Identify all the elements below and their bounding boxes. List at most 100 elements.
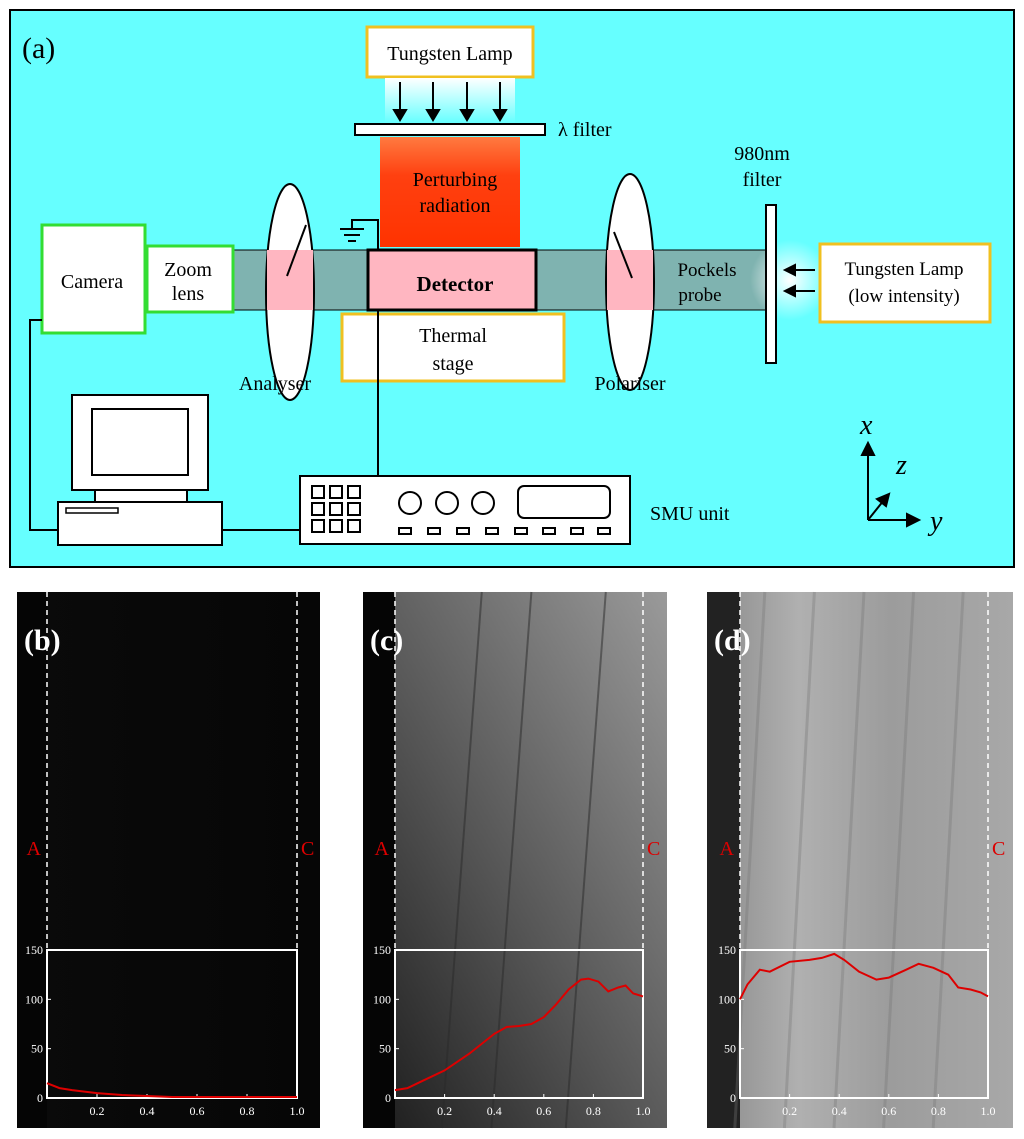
lamp-glow	[385, 78, 515, 123]
panel-c-xtick: 0.4	[487, 1104, 502, 1118]
panel-d-ytick: 150	[718, 943, 736, 957]
computer-icon	[57, 394, 223, 546]
panel-d-image	[707, 592, 1013, 1128]
panel-c-streak	[490, 591, 533, 1129]
ground-symbol	[340, 219, 379, 250]
panel-c-xtick: 1.0	[636, 1104, 651, 1118]
panel-c-xtick: 0.2	[437, 1104, 452, 1118]
panel-c-image	[363, 592, 667, 1128]
polariser-axis	[613, 231, 633, 279]
panel-b-ytick: 0	[37, 1091, 43, 1105]
panel-d-ytick: 100	[718, 992, 736, 1006]
panel-c-label: (c)	[370, 624, 403, 657]
zoom-lens-box	[145, 244, 235, 314]
panel-b-ytick: 100	[25, 992, 43, 1006]
panel-a: (a) Tungsten Lamp λ filter Perturbing ra…	[9, 9, 1015, 568]
panel-c-marker-c: C	[647, 838, 660, 860]
panel-c-streak	[564, 591, 607, 1129]
wires	[29, 310, 379, 531]
panel-c-ytick: 0	[385, 1091, 391, 1105]
low-lamp-arrows	[782, 263, 815, 298]
tungsten-low-label-2: (low intensity)	[848, 286, 959, 307]
panel-b-xtick: 0.4	[140, 1104, 155, 1118]
panel-b-ytick: 50	[31, 1042, 43, 1056]
thermal-label-1: Thermal	[419, 325, 487, 347]
panel-d-xtick: 0.2	[782, 1104, 797, 1118]
zoom-label-1: Zoom	[164, 259, 212, 281]
panel-b-marker-a: A	[27, 838, 42, 860]
panel-d-marker-c: C	[992, 838, 1005, 860]
panel-b-image	[17, 592, 320, 1128]
panel-d-xtick: 0.6	[881, 1104, 896, 1118]
axis-x-label: x	[859, 410, 873, 441]
panel-d-xtick: 0.8	[931, 1104, 946, 1118]
panel-a-label: (a)	[22, 32, 55, 65]
panel-d-streak	[832, 591, 866, 1129]
panel-b-xtick: 0.8	[240, 1104, 255, 1118]
panel-c-xtick: 0.8	[586, 1104, 601, 1118]
filter-980-label-1: 980nm	[734, 143, 790, 165]
panel-d-plot-frame	[739, 949, 989, 1099]
panel-d-profile-line	[739, 952, 989, 1000]
pockels-label-1: Pockels	[677, 260, 736, 281]
lambda-filter-label: λ filter	[558, 119, 612, 141]
camera-label: Camera	[61, 271, 123, 293]
tungsten-low-label-1: Tungsten Lamp	[844, 259, 963, 280]
polariser-label: Polariser	[594, 373, 665, 395]
perturbing-label-1: Perturbing	[413, 169, 497, 191]
panel-d-ytick: 50	[724, 1042, 736, 1056]
panel-c-ytick: 50	[379, 1042, 391, 1056]
panel-d-ytick: 0	[730, 1091, 736, 1105]
panel-c-plot-frame	[394, 949, 644, 1099]
smu-label: SMU unit	[650, 503, 730, 525]
panel-d-marker-a: A	[720, 838, 735, 860]
panel-c-ytick: 150	[373, 943, 391, 957]
thermal-label-2: stage	[432, 353, 473, 375]
analyser-label: Analyser	[239, 373, 312, 395]
tungsten-lamp-top-label: Tungsten Lamp	[387, 43, 512, 65]
zoom-label-2: lens	[172, 283, 204, 305]
lamp-arrows	[392, 82, 508, 122]
filter-980-label-2: filter	[743, 169, 782, 191]
coordinate-axes	[860, 440, 922, 528]
analyser-beam-section	[267, 250, 313, 310]
panel-b: (b) A C 0 50 100 150 0.2 0.4 0.6 0.8 1.0	[17, 592, 320, 1128]
panel-d-streak	[931, 591, 965, 1129]
smu-unit-icon	[299, 475, 631, 545]
camera-box	[40, 223, 147, 335]
panel-b-ytick: 150	[25, 943, 43, 957]
perturbing-label-2: radiation	[419, 195, 490, 217]
panel-c-profile-line	[394, 977, 644, 1092]
panel-b-marker-c: C	[301, 838, 314, 860]
axis-z-label: z	[895, 450, 907, 481]
panel-c-streak	[440, 591, 483, 1129]
panel-c-ytick: 100	[373, 992, 391, 1006]
panel-b-xtick: 1.0	[290, 1104, 305, 1118]
panel-d-label: (d)	[714, 624, 751, 657]
right-lamp-glow	[750, 240, 830, 320]
panel-b-label: (b)	[24, 624, 61, 657]
panel-d-left-margin-tone	[707, 592, 740, 1128]
panel-b-left-margin	[17, 592, 47, 1128]
panel-d-xtick: 0.4	[832, 1104, 847, 1118]
tungsten-lamp-top-box	[365, 25, 535, 79]
filter-980-plate	[765, 204, 777, 364]
polariser-beam-section	[607, 250, 653, 310]
pockels-label-2: probe	[678, 285, 721, 306]
panel-b-xtick: 0.6	[190, 1104, 205, 1118]
axis-y-label: y	[927, 506, 943, 537]
detector-label: Detector	[417, 272, 494, 296]
detector-box	[366, 248, 538, 312]
panel-b-profile-line	[46, 1082, 297, 1098]
panel-d-streak	[882, 591, 916, 1129]
panel-c-xtick: 0.6	[536, 1104, 551, 1118]
perturbing-radiation	[380, 137, 520, 247]
lambda-filter	[354, 123, 546, 136]
panel-d-streak	[782, 591, 816, 1129]
analyser-axis	[286, 224, 307, 277]
tungsten-lamp-low-box	[818, 242, 992, 324]
panel-b-xtick: 0.2	[90, 1104, 105, 1118]
